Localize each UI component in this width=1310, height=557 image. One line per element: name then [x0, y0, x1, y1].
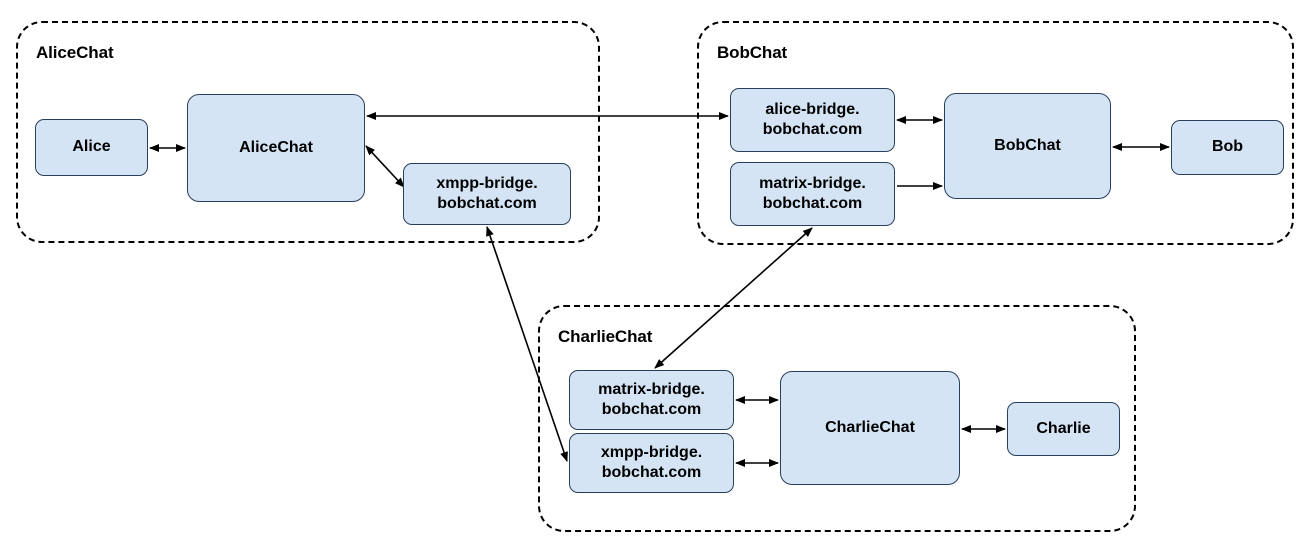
- node-charlie-xmpp-bridge[interactable]: xmpp-bridge.bobchat.com: [569, 433, 734, 493]
- node-label-charlie-xmpp-bridge: xmpp-bridge.bobchat.com: [600, 443, 703, 481]
- container-label-charliechat-domain: CharlieChat: [558, 327, 653, 346]
- node-alice[interactable]: Alice: [35, 119, 148, 176]
- node-label-charlie: Charlie: [1036, 419, 1091, 437]
- node-label-alice: Alice: [72, 138, 111, 156]
- container-alicechat-domain: [16, 21, 600, 243]
- node-charlie[interactable]: Charlie: [1007, 402, 1120, 456]
- node-charliechat[interactable]: CharlieChat: [780, 371, 960, 485]
- node-bobchat[interactable]: BobChat: [944, 93, 1111, 199]
- node-label-charlie-matrix-bridge: matrix-bridge.bobchat.com: [598, 380, 705, 418]
- node-label-alice-xmpp-bridge: xmpp-bridge.bobchat.com: [436, 174, 538, 212]
- node-label-alicechat: AliceChat: [239, 138, 313, 156]
- container-bobchat-domain: [697, 21, 1294, 245]
- node-label-bob-alice-bridge: alice-bridge.bobchat.com: [762, 100, 863, 138]
- node-label-charliechat: CharlieChat: [825, 418, 915, 436]
- node-label-bobchat: BobChat: [994, 136, 1061, 154]
- node-label-bob: Bob: [1211, 138, 1244, 156]
- container-label-alicechat-domain: AliceChat: [36, 43, 114, 62]
- node-bob[interactable]: Bob: [1171, 120, 1284, 175]
- node-label-bob-matrix-bridge: matrix-bridge.bobchat.com: [759, 174, 866, 212]
- node-charlie-matrix-bridge[interactable]: matrix-bridge.bobchat.com: [569, 370, 734, 430]
- node-alicechat[interactable]: AliceChat: [187, 94, 365, 202]
- node-alice-xmpp-bridge[interactable]: xmpp-bridge.bobchat.com: [403, 163, 571, 225]
- node-bob-matrix-bridge[interactable]: matrix-bridge.bobchat.com: [730, 162, 895, 226]
- node-bob-alice-bridge[interactable]: alice-bridge.bobchat.com: [730, 88, 895, 152]
- container-label-bobchat-domain: BobChat: [717, 43, 788, 62]
